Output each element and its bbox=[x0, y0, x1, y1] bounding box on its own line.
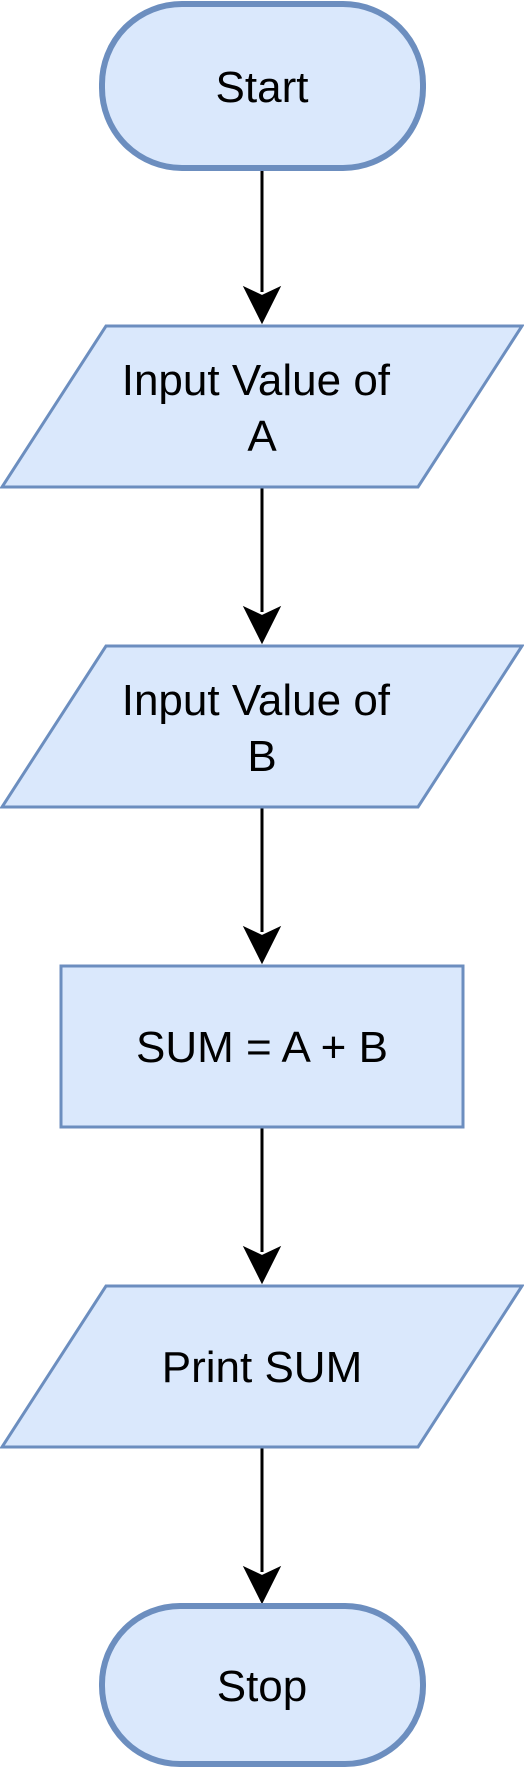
svg-text:Print SUM: Print SUM bbox=[162, 1343, 362, 1392]
edge-print-sum-to-stop bbox=[242, 1447, 282, 1605]
edge-sum-to-print-sum bbox=[242, 1127, 282, 1285]
svg-text:Input Value of A: Input Value of A bbox=[122, 356, 403, 461]
flowchart-edges bbox=[242, 168, 282, 1605]
stop-label: Stop bbox=[217, 1662, 308, 1711]
terminator-shape bbox=[99, 1, 426, 171]
process-shape bbox=[59, 964, 465, 1129]
edge-arrowhead bbox=[242, 285, 282, 325]
input-b-label-line-1: Input Value of bbox=[122, 676, 391, 725]
svg-text:SUM = A + B: SUM = A + B bbox=[136, 1023, 388, 1072]
svg-text:Start: Start bbox=[216, 63, 309, 112]
edge-input-b-to-sum bbox=[242, 807, 282, 965]
input-a-label-line-1: Input Value of bbox=[122, 356, 391, 405]
sum-label: SUM = A + B bbox=[136, 1023, 388, 1072]
sum-process: SUM = A + B bbox=[59, 964, 465, 1129]
edge-arrowhead bbox=[242, 1565, 282, 1605]
svg-text:Stop: Stop bbox=[217, 1662, 308, 1711]
print-sum-label: Print SUM bbox=[162, 1343, 362, 1392]
input-output-shape bbox=[0, 644, 524, 809]
edge-start-to-input-a bbox=[242, 168, 282, 325]
edge-arrowhead bbox=[242, 925, 282, 965]
edge-arrowhead bbox=[242, 1245, 282, 1285]
stop-terminator: Stop bbox=[99, 1603, 426, 1767]
input-a-parallelogram: Input Value of A bbox=[0, 324, 524, 489]
input-output-shape bbox=[0, 324, 524, 489]
start-label: Start bbox=[216, 63, 309, 112]
print-sum-parallelogram: Print SUM bbox=[0, 1284, 524, 1449]
svg-text:Input Value of B: Input Value of B bbox=[122, 676, 403, 781]
input-a-label-line-2: A bbox=[247, 412, 277, 461]
input-b-label-line-2: B bbox=[247, 732, 276, 781]
input-b-parallelogram: Input Value of B bbox=[0, 644, 524, 809]
edge-arrowhead bbox=[242, 605, 282, 645]
input-output-shape bbox=[0, 1284, 524, 1449]
start-terminator: Start bbox=[99, 1, 426, 171]
edge-input-a-to-input-b bbox=[242, 487, 282, 645]
terminator-shape bbox=[99, 1603, 426, 1767]
